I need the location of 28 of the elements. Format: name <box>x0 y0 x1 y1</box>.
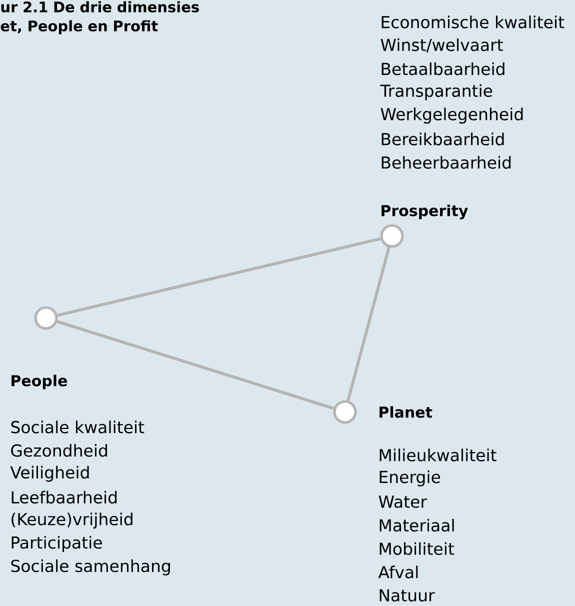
dimension-heading: People <box>12 374 67 390</box>
list-item: Natuur <box>380 589 435 602</box>
list-item: Transparantie <box>380 84 492 100</box>
list-item: Energie <box>380 470 440 486</box>
list-item: Leefbaarheid <box>12 490 117 504</box>
list-item: Milieukwaliteit <box>380 448 496 462</box>
connecting-line <box>346 247 390 401</box>
list-item: Afval <box>378 566 418 578</box>
list-item: Beheerbaarheid <box>382 156 511 169</box>
list-item: Participatie <box>12 536 102 552</box>
list-item: Sociale kwaliteit <box>11 420 144 434</box>
list-item: Winst/welvaart <box>380 38 503 52</box>
list-item: Economische kwaliteit <box>382 16 564 28</box>
list-item: Water <box>378 496 427 508</box>
list-item: Veiligheid <box>10 466 89 482</box>
list-item: Gezondheid <box>11 444 107 457</box>
dimension-heading: Prosperity <box>382 204 468 220</box>
list-item: Werkgelegenheid <box>380 108 523 124</box>
connecting-line <box>56 320 334 410</box>
list-item: Bereikbaarheid <box>382 132 504 146</box>
figure-title: ur 2.1 De drie dimensies et, People en Profit <box>0 1 199 34</box>
dimension-heading: Planet <box>380 406 432 418</box>
list-item: Sociale samenhang <box>11 559 170 576</box>
list-item: Betaalbaarheid <box>382 62 504 76</box>
list-item: Mobiliteit <box>380 542 454 555</box>
list-item: (Keuze)vrijheid <box>12 512 132 529</box>
list-item: Materiaal <box>380 518 454 532</box>
connecting-line <box>57 237 381 317</box>
